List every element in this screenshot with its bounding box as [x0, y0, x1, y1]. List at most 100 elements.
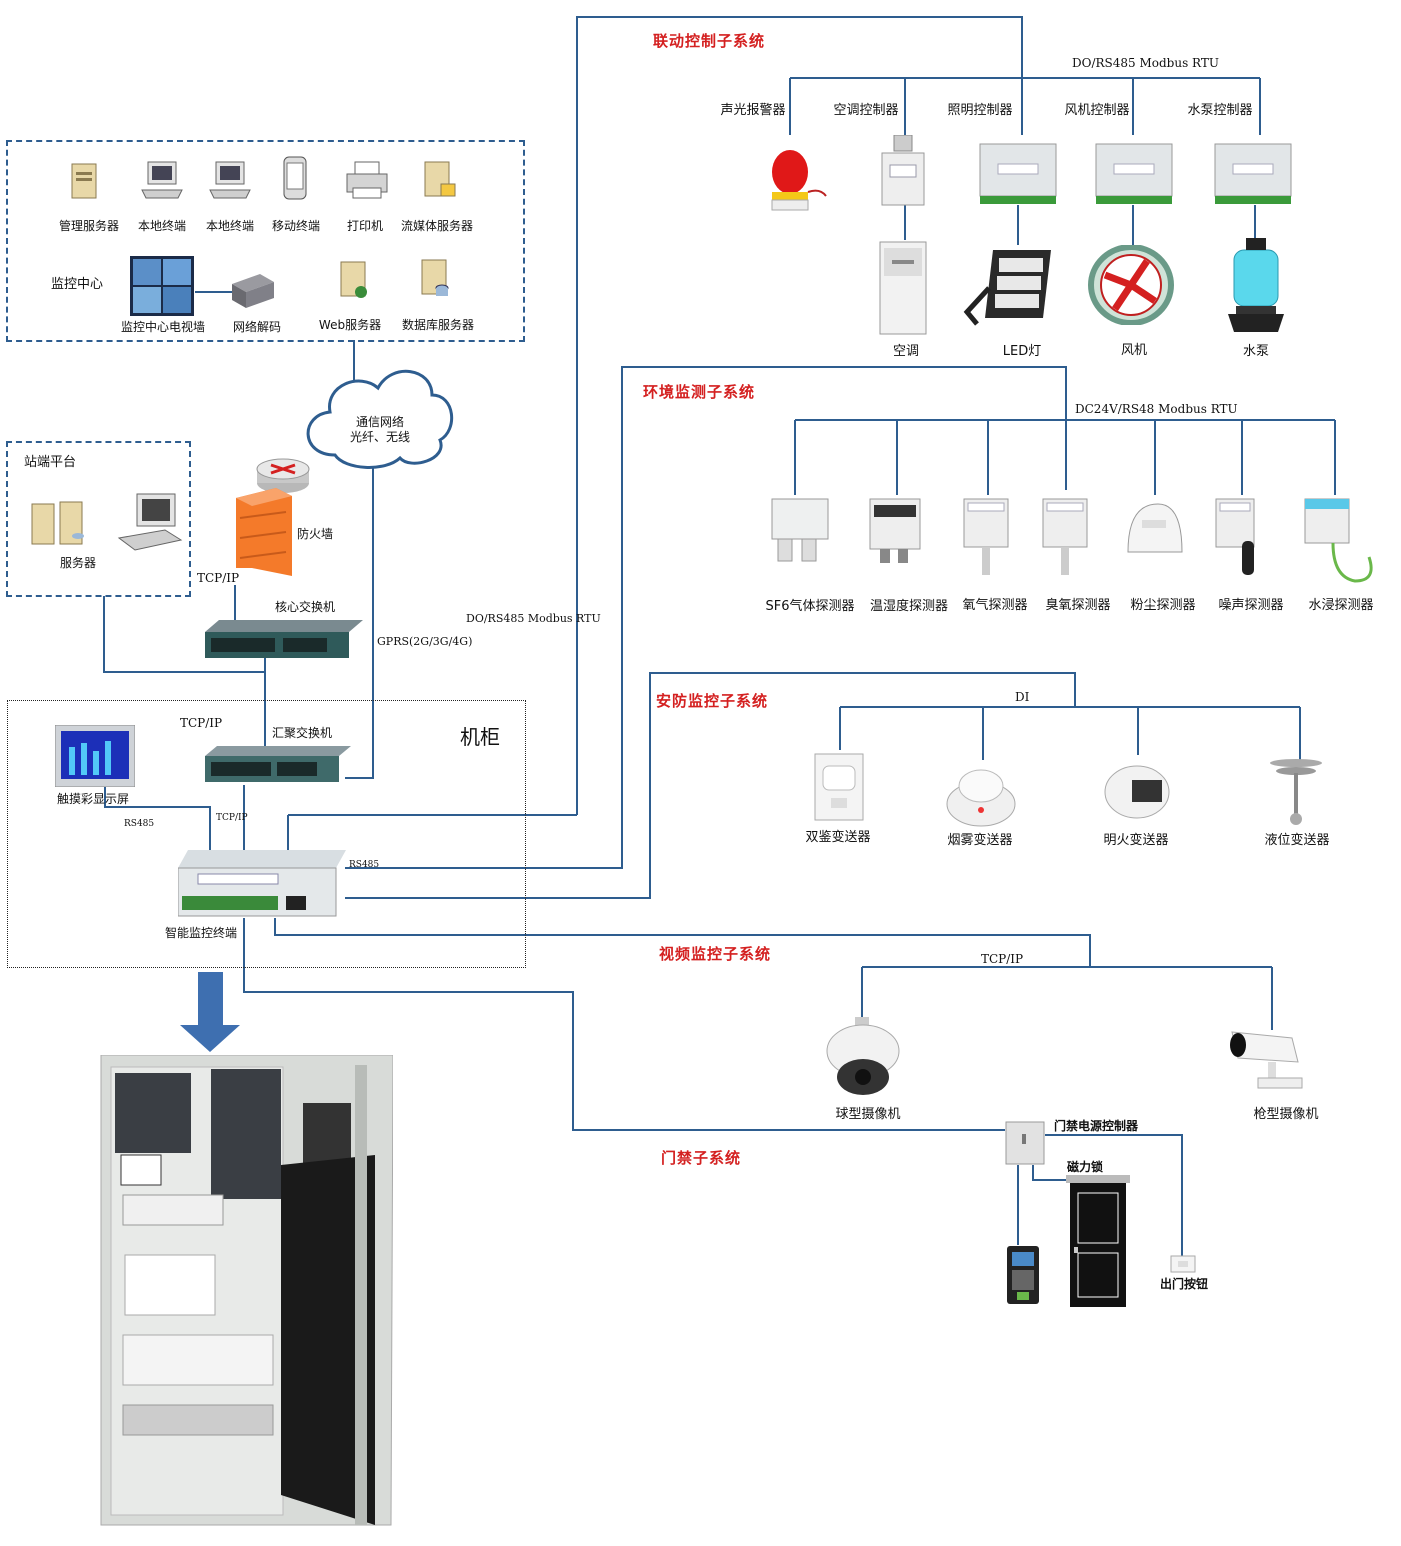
ac-controller-icon	[880, 134, 926, 207]
sf6-detector-icon	[768, 495, 830, 565]
level-transmitter-icon	[1268, 755, 1324, 827]
streaming-server-icon	[423, 158, 457, 200]
server-icon	[70, 160, 100, 200]
water-pump-icon	[1228, 236, 1284, 332]
core-switch-label: 核心交换机	[275, 600, 336, 614]
cabinet-box	[7, 700, 526, 968]
security-sensor-label: 烟雾变送器	[947, 833, 1013, 848]
security-sensor-label: 液位变送器	[1264, 833, 1330, 848]
camera-label: 球型摄像机	[835, 1107, 901, 1122]
do-rs485-label: DO/RS485 Modbus RTU	[466, 612, 601, 625]
terminal-label: 智能监控终端	[164, 926, 238, 940]
dome-camera-icon	[825, 1015, 901, 1097]
tcpip-label: TCP/IP	[180, 716, 223, 730]
access-power-controller-icon	[1004, 1120, 1046, 1166]
security-sensor-label: 双鉴变送器	[805, 830, 871, 845]
agg-switch-label: 汇聚交换机	[272, 726, 333, 740]
flame-detector-icon	[1102, 756, 1172, 822]
temp-humidity-detector-icon	[868, 497, 922, 567]
controller-label: 空调控制器	[833, 103, 899, 118]
bullet-camera-icon	[1228, 1028, 1308, 1092]
center-device-label: 管理服务器	[58, 219, 120, 233]
env-sensor-label: 水浸探测器	[1308, 598, 1374, 613]
access-title: 门禁子系统	[661, 1149, 742, 1167]
oxygen-detector-icon	[962, 497, 1010, 577]
exit-button-icon	[1170, 1255, 1196, 1273]
access-power-label: 门禁电源控制器	[1054, 1119, 1139, 1133]
computer-icon	[115, 492, 187, 554]
fan-icon	[1085, 244, 1180, 326]
network-decoder-icon	[230, 270, 276, 310]
station-platform-box	[6, 441, 191, 597]
intelligent-terminal-icon	[177, 848, 346, 918]
security-sensor-label: 明火变送器	[1103, 833, 1169, 848]
center-row2-label: 监控中心电视墙	[120, 320, 206, 334]
controller-label: 照明控制器	[947, 103, 1013, 118]
load-label: 风机	[1120, 343, 1148, 358]
tcpip-label: TCP/IP	[197, 571, 240, 585]
env-sensor-label: 噪声探测器	[1218, 598, 1284, 613]
security-bus-label: DI	[1015, 690, 1030, 704]
station-platform-title: 站端平台	[24, 455, 77, 470]
center-row2-label: 网络解码	[232, 320, 282, 334]
env-sensor-label: 温湿度探测器	[869, 599, 949, 614]
web-server-icon	[339, 258, 371, 300]
controller-label: 水泵控制器	[1187, 103, 1253, 118]
env-bus-label: DC24V/RS48 Modbus RTU	[1075, 402, 1238, 416]
database-server-icon	[420, 256, 452, 300]
exit-button-label: 出门按钮	[1160, 1277, 1209, 1291]
server-icon	[30, 500, 120, 550]
station-server-label: 服务器	[59, 556, 97, 570]
dual-tech-sensor-icon	[813, 752, 865, 822]
monitoring-center-box	[6, 140, 525, 342]
rs485-label: RS485	[124, 819, 155, 829]
firewall-label: 防火墙	[297, 527, 334, 541]
tcpip-label: TCP/IP	[216, 813, 248, 823]
led-light-icon	[963, 248, 1053, 328]
center-row2-label: Web服务器	[318, 318, 382, 332]
core-switch-icon	[205, 618, 363, 660]
load-label: 水泵	[1242, 344, 1270, 359]
pump-controller-icon	[1213, 140, 1293, 206]
center-device-label: 本地终端	[205, 219, 255, 233]
smoke-detector-icon	[945, 762, 1017, 828]
monitoring-center-title: 监控中心	[51, 277, 104, 292]
center-device-label: 本地终端	[137, 219, 187, 233]
aggregation-switch-icon	[205, 744, 351, 786]
computer-icon	[206, 160, 254, 200]
load-label: 空调	[892, 344, 920, 359]
dust-detector-icon	[1124, 500, 1186, 562]
printer-icon	[345, 160, 389, 200]
env-title: 环境监测子系统	[643, 383, 756, 401]
camera-label: 枪型摄像机	[1253, 1107, 1319, 1122]
touch-screen-label: 触摸彩显示屏	[56, 792, 130, 806]
linkage-bus-label: DO/RS485 Modbus RTU	[1072, 56, 1219, 70]
cabinet-photo	[93, 1054, 394, 1540]
cloud-label: 通信网络	[355, 415, 405, 429]
env-sensor-label: 臭氧探测器	[1045, 598, 1111, 613]
alarm-light-icon	[768, 148, 828, 214]
lighting-controller-icon	[978, 140, 1058, 206]
center-row2-label: 数据库服务器	[401, 318, 475, 332]
cloud-label: 光纤、无线	[349, 430, 411, 444]
mobile-terminal-icon	[283, 156, 307, 200]
ozone-detector-icon	[1041, 497, 1089, 577]
rs485-label: RS485	[349, 860, 380, 870]
controller-label: 声光报警器	[720, 103, 786, 118]
noise-detector-icon	[1214, 497, 1266, 579]
fingerprint-reader-icon	[1005, 1244, 1041, 1306]
env-sensor-label: SF6气体探测器	[765, 599, 855, 614]
air-conditioner-icon	[878, 240, 928, 336]
fan-controller-icon	[1094, 140, 1174, 206]
door-icon	[1066, 1175, 1130, 1309]
load-label: LED灯	[1002, 344, 1042, 359]
gprs-label: GPRS(2G/3G/4G)	[377, 635, 473, 648]
computer-icon	[138, 160, 186, 200]
env-sensor-label: 粉尘探测器	[1130, 598, 1196, 613]
env-sensor-label: 氧气探测器	[962, 598, 1028, 613]
security-title: 安防监控子系统	[656, 692, 769, 710]
water-leak-detector-icon	[1303, 497, 1379, 589]
controller-label: 风机控制器	[1064, 103, 1130, 118]
linkage-title: 联动控制子系统	[653, 32, 766, 50]
center-device-label: 打印机	[346, 219, 384, 233]
